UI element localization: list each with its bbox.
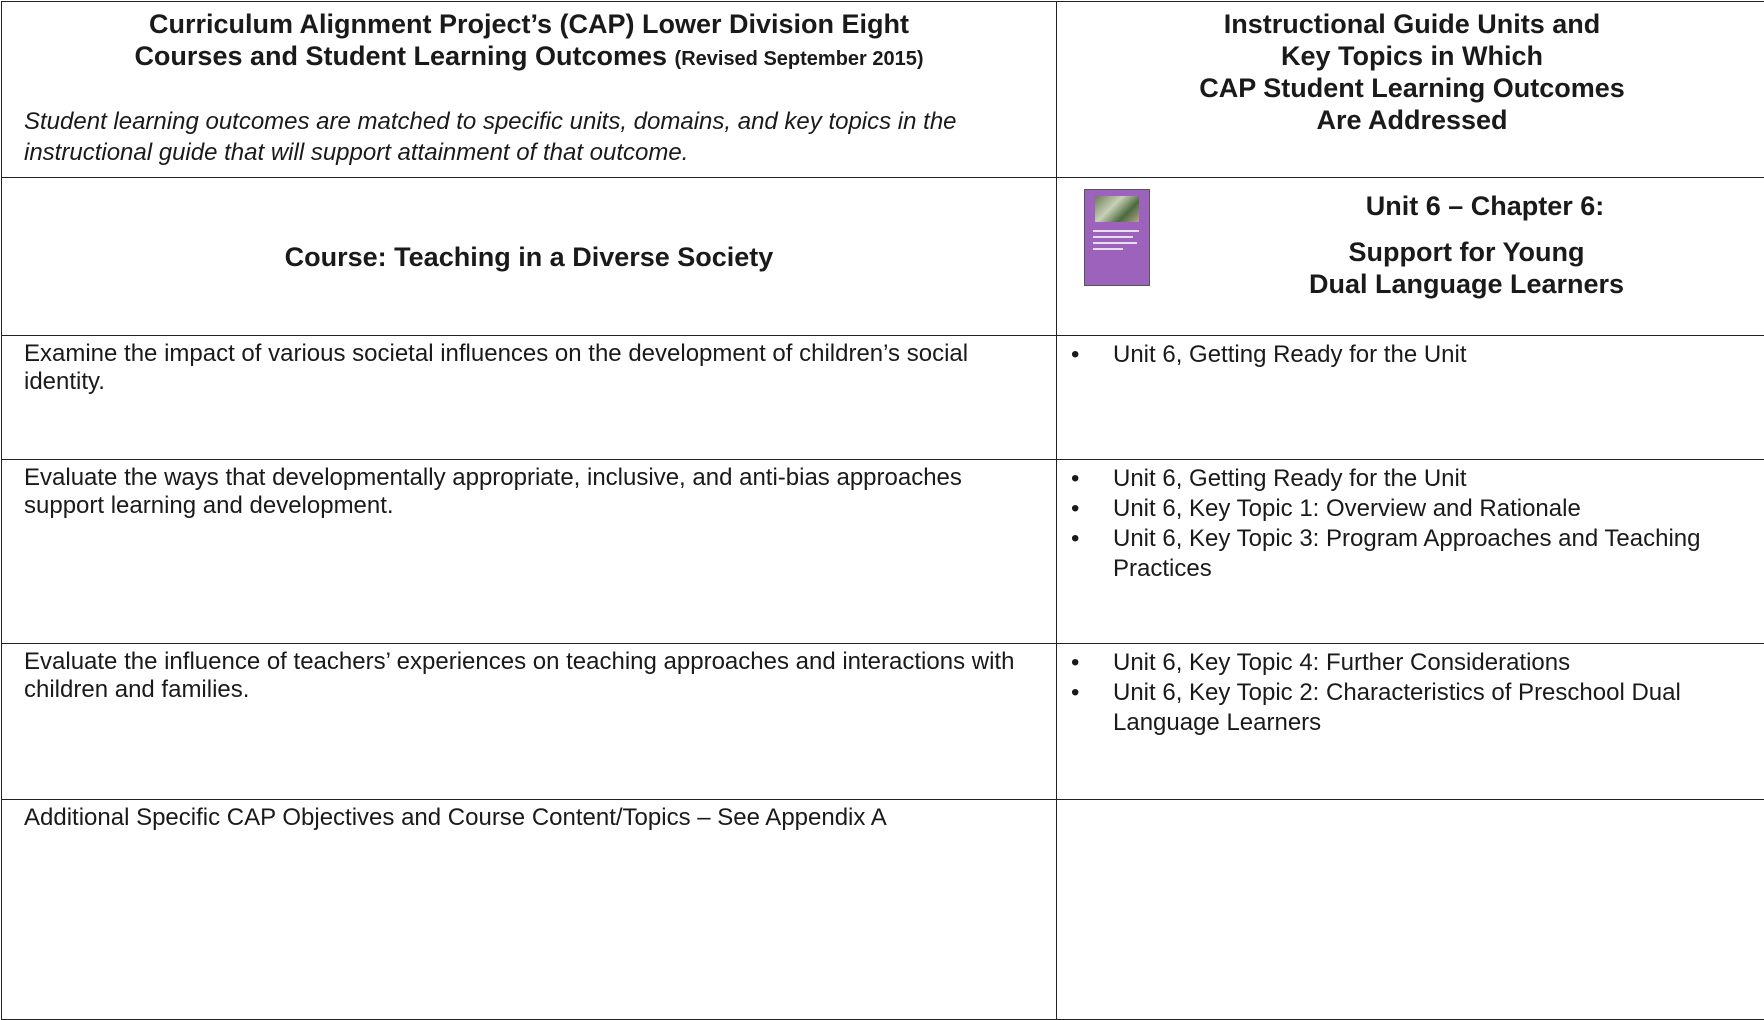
header-row: Curriculum Alignment Project’s (CAP) Low… [2, 2, 1764, 178]
cover-text-line [1093, 242, 1137, 244]
topic-item: Unit 6, Getting Ready for the Unit [1057, 340, 1764, 370]
topic-item: Unit 6, Getting Ready for the Unit [1057, 464, 1764, 494]
unit-subject-title: Support for Young Dual Language Learners [1165, 236, 1764, 300]
topic-item: Unit 6, Key Topic 4: Further Considerati… [1057, 648, 1764, 678]
outcome-row: Evaluate the influence of teachers’ expe… [2, 644, 1764, 800]
header-title-line2: Courses and Student Learning Outcomes [134, 41, 667, 71]
revised-note: (Revised September 2015) [675, 48, 924, 70]
cover-photo [1095, 196, 1139, 222]
cover-text-line [1093, 230, 1139, 232]
cover-text-line [1093, 248, 1123, 250]
header-left-title: Curriculum Alignment Project’s (CAP) Low… [24, 8, 1034, 75]
topics-cell [1057, 800, 1764, 1020]
outcome-text: Additional Specific CAP Objectives and C… [2, 800, 1057, 1020]
unit-subject-line1: Support for Young [1349, 237, 1585, 267]
topics-cell: Unit 6, Key Topic 4: Further Considerati… [1057, 644, 1764, 800]
outcome-text: Evaluate the ways that developmentally a… [2, 460, 1057, 644]
topic-item: Unit 6, Key Topic 3: Program Approaches … [1057, 524, 1764, 584]
header-right-line4: Are Addressed [1057, 104, 1764, 136]
header-right-cell: Instructional Guide Units and Key Topics… [1057, 2, 1764, 178]
book-cover-image [1084, 189, 1150, 286]
header-right-line2: Key Topics in Which [1057, 40, 1764, 72]
header-subtitle: Student learning outcomes are matched to… [24, 106, 1034, 168]
header-left-cell: Curriculum Alignment Project’s (CAP) Low… [2, 2, 1057, 178]
topic-list: Unit 6, Getting Ready for the Unit [1057, 336, 1764, 370]
outcome-row: Evaluate the ways that developmentally a… [2, 460, 1764, 644]
topic-list: Unit 6, Key Topic 4: Further Considerati… [1057, 644, 1764, 738]
topic-item: Unit 6, Key Topic 1: Overview and Ration… [1057, 494, 1764, 524]
outcome-text: Evaluate the influence of teachers’ expe… [2, 644, 1057, 800]
topic-item: Unit 6, Key Topic 2: Characteristics of … [1057, 678, 1764, 738]
header-title-line1: Curriculum Alignment Project’s (CAP) Low… [149, 9, 909, 39]
unit-cell: Unit 6 – Chapter 6: Support for Young Du… [1057, 178, 1764, 336]
header-right-line1: Instructional Guide Units and [1057, 8, 1764, 40]
topics-cell: Unit 6, Getting Ready for the Unit [1057, 336, 1764, 460]
outcome-row: Additional Specific CAP Objectives and C… [2, 800, 1764, 1020]
topic-list: Unit 6, Getting Ready for the Unit Unit … [1057, 460, 1764, 584]
topics-cell: Unit 6, Getting Ready for the Unit Unit … [1057, 460, 1764, 644]
outcome-row: Examine the impact of various societal i… [2, 336, 1764, 460]
cover-text-line [1093, 236, 1133, 238]
course-title: Course: Teaching in a Diverse Society [2, 178, 1057, 336]
unit-chapter-title: Unit 6 – Chapter 6: [1202, 190, 1764, 222]
unit-subject-line2: Dual Language Learners [1309, 269, 1624, 299]
course-row: Course: Teaching in a Diverse Society Un… [2, 178, 1764, 336]
header-right-line3: CAP Student Learning Outcomes [1057, 72, 1764, 104]
outcome-text: Examine the impact of various societal i… [2, 336, 1057, 460]
